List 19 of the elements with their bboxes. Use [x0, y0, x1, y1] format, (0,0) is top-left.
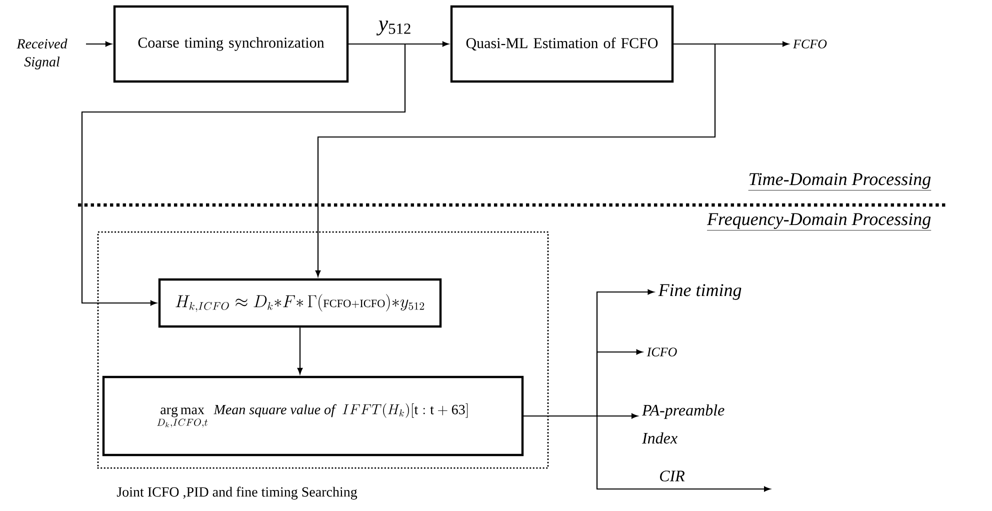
edge-label: CIR — [660, 470, 685, 482]
output-label: ICFO — [646, 348, 677, 356]
section-label: Time-Domain Processing — [748, 173, 932, 190]
arrow — [81, 43, 406, 306]
output-label: PA-preamble Index — [642, 404, 724, 444]
process-box: Coarse timing synchronization — [113, 5, 349, 83]
output-label: Received Signal — [16, 38, 68, 70]
arrow — [315, 43, 716, 277]
arrow — [524, 415, 770, 492]
process-box: Quasi-ML Estimation of FCFO — [450, 5, 674, 83]
section-label: Frequency-Domain Processing — [706, 213, 932, 230]
arrow — [297, 328, 303, 374]
edge-label: y$_{512}$ — [376, 20, 410, 36]
formula-box: $\mathop{\mathrm{arg\,max}}\limits_{D_k,ICFO,t}\ \textit{Mean square value of}\ \ IFFT(H_k)[\mathrm{t:t+63}]$ — [102, 376, 524, 456]
frame-caption: Joint ICFO ,PID and fine timing Searching — [116, 486, 358, 500]
arrow — [86, 41, 112, 47]
output-label: Fine timing — [658, 284, 742, 300]
output-label: FCFO — [792, 40, 827, 48]
formula-box: $H_{k,ICFO}\approx D_k{*}F{*}\,\Gamma(\mathrm{\scriptstyle FCFO+ICFO}){*}y_{512}$ — [158, 278, 442, 328]
